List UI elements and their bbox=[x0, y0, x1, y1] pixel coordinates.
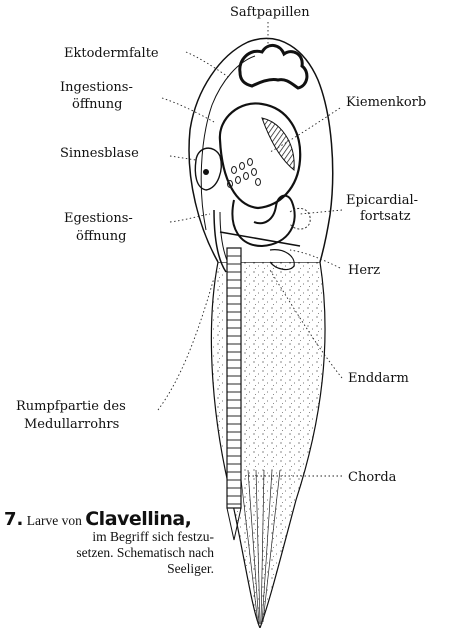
label-epicardial-1: Epicardial- bbox=[346, 193, 418, 208]
chorda bbox=[227, 248, 241, 508]
caption-line-3: setzen. Schematisch nach bbox=[4, 545, 214, 561]
label-sinnesblase: Sinnesblase bbox=[60, 146, 139, 161]
caption-text-before: Larve von bbox=[27, 513, 82, 528]
label-ektodermfalte: Ektodermfalte bbox=[64, 46, 159, 61]
label-saftpapillen: Saftpapillen bbox=[230, 5, 310, 20]
caption-genus: Clavellina, bbox=[85, 508, 191, 530]
caption-line-4: Seeliger. bbox=[4, 561, 214, 577]
ocellus bbox=[203, 169, 209, 175]
caption-number: 7. bbox=[4, 509, 23, 530]
label-herz: Herz bbox=[348, 263, 380, 278]
label-kiemenkorb: Kiemenkorb bbox=[346, 95, 426, 110]
label-ingestions-1: Ingestions- bbox=[60, 80, 133, 95]
label-chorda: Chorda bbox=[348, 470, 397, 485]
label-epicardial-2: fortsatz bbox=[360, 209, 411, 224]
label-egestions-1: Egestions- bbox=[64, 211, 133, 226]
trunk-outline bbox=[189, 38, 333, 262]
label-rumpf-1: Rumpfpartie des bbox=[16, 399, 126, 414]
label-enddarm: Enddarm bbox=[348, 371, 409, 386]
label-egestions-2: öffnung bbox=[76, 229, 127, 244]
label-rumpf-2: Medullarrohrs bbox=[24, 417, 119, 432]
caption-line-1: 7. Larve von Clavellina, bbox=[4, 511, 214, 529]
label-ingestions-2: öffnung bbox=[72, 97, 123, 112]
figure-caption: 7. Larve von Clavellina, im Begriff sich… bbox=[4, 511, 214, 577]
caption-line-2: im Begriff sich festzu- bbox=[4, 529, 214, 545]
